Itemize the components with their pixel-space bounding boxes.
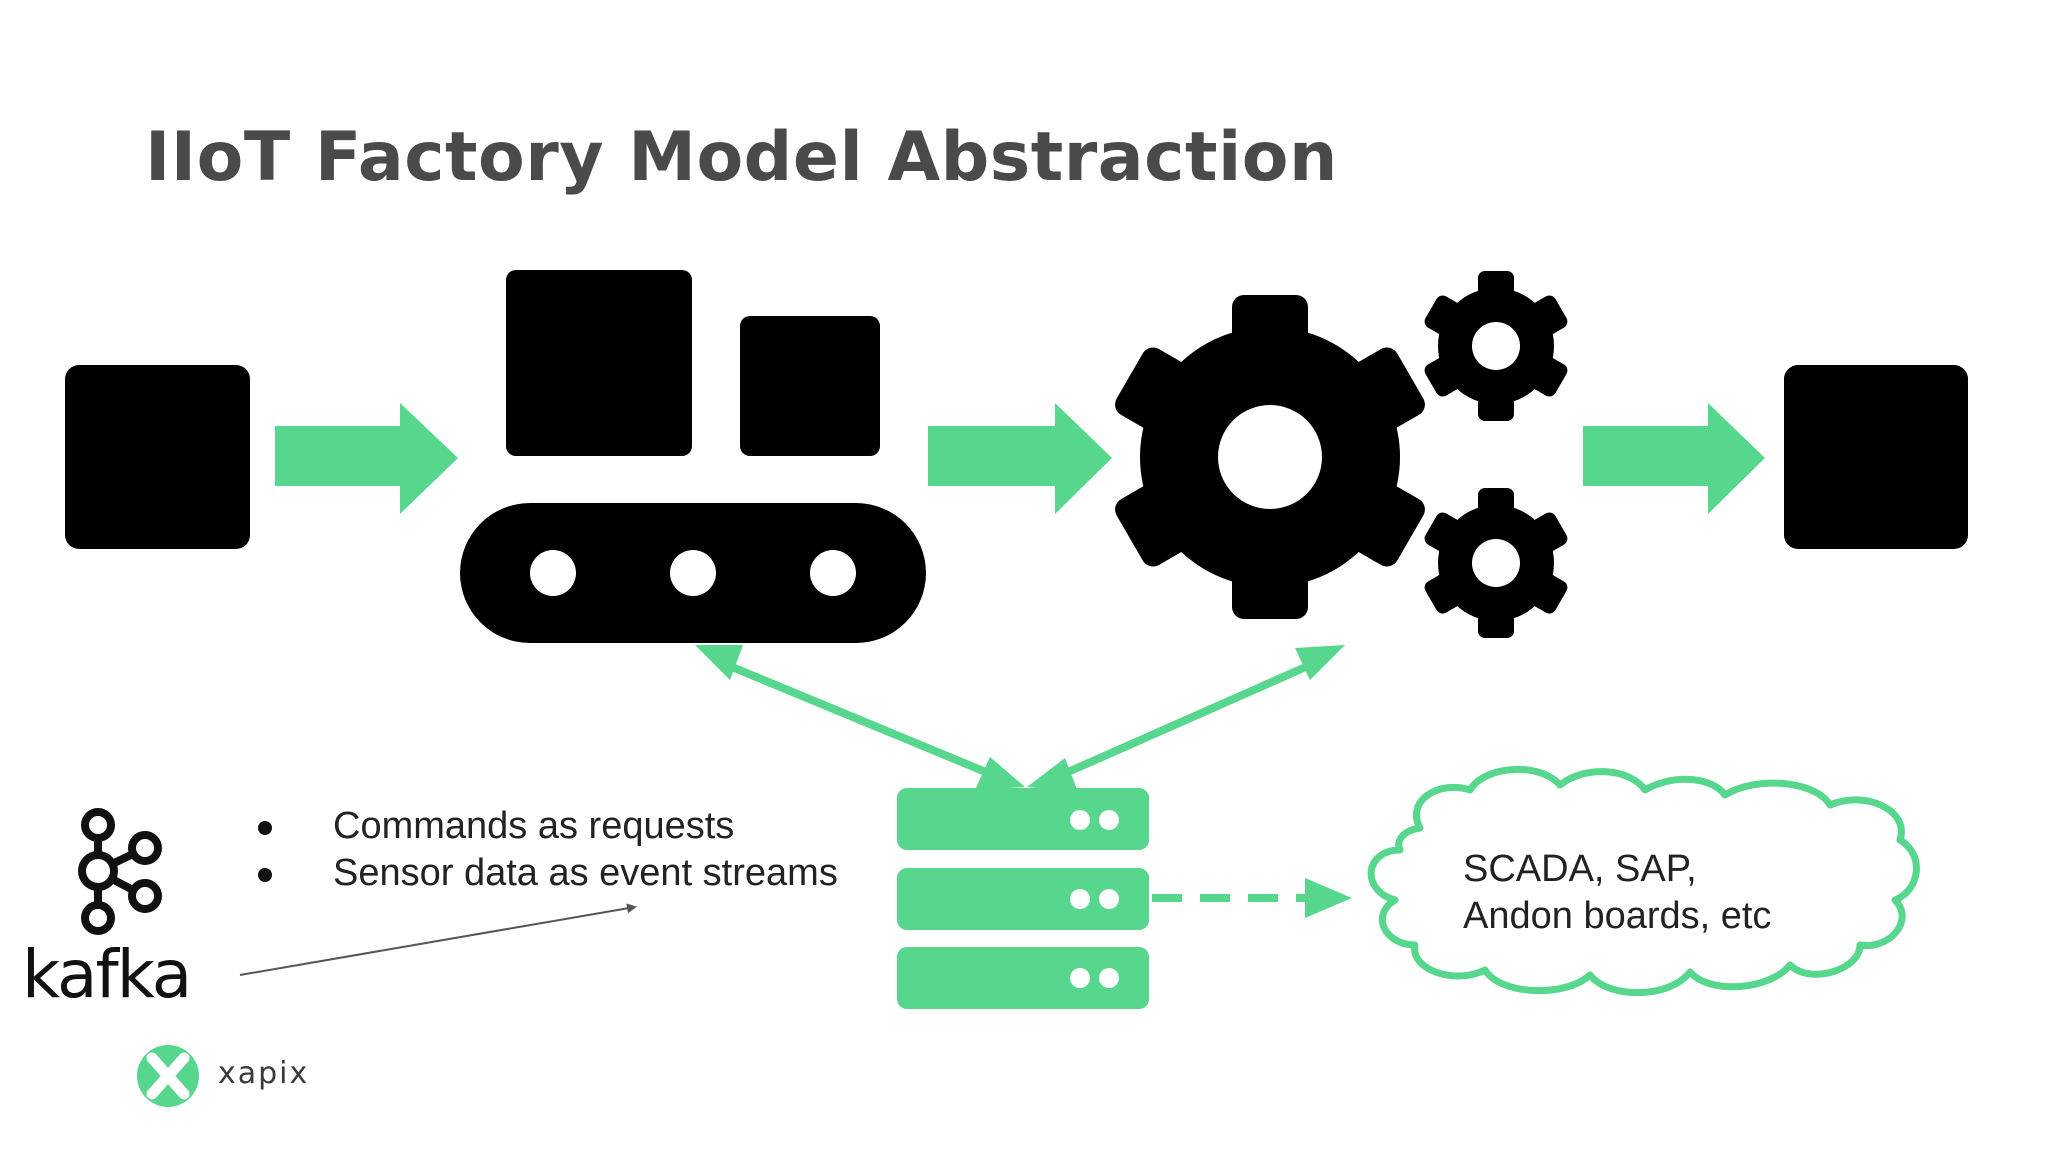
bullet-list: Commands as requests Sensor data as even…	[258, 803, 838, 897]
flow-arrow-2-icon	[928, 403, 1112, 514]
flow-arrow-3-icon	[1583, 403, 1765, 514]
kafka-logo-text: kafka	[22, 936, 192, 1013]
slide-title: IIoT Factory Model Abstraction	[145, 118, 1338, 197]
flow-arrow-1-icon	[275, 403, 458, 514]
cloud-label-line: SCADA, SAP,	[1463, 848, 1697, 890]
xapix-logo-text: xapix	[218, 1056, 310, 1091]
conveyor-server-connector	[695, 645, 1025, 790]
cloud-icon	[1367, 765, 1920, 997]
cloud-label: SCADA, SAP, Andon boards, etc	[1463, 846, 1771, 940]
raw-material-block-icon	[65, 365, 250, 549]
cloud-label-line: Andon boards, etc	[1463, 895, 1772, 937]
bullet-item: Sensor data as event streams	[258, 850, 838, 897]
kafka-logo-icon	[78, 808, 162, 935]
gears-icon	[1115, 271, 1568, 638]
bullet-item: Commands as requests	[258, 803, 838, 850]
finished-product-block-icon	[1784, 365, 1968, 549]
conveyor-belt-icon	[460, 270, 926, 643]
xapix-logo-icon	[137, 1045, 199, 1107]
kafka-pointer-line	[239, 903, 637, 976]
server-cloud-dashed-arrow	[1152, 878, 1352, 918]
gears-server-connector	[1027, 645, 1345, 792]
server-stack-icon	[897, 788, 1149, 1009]
